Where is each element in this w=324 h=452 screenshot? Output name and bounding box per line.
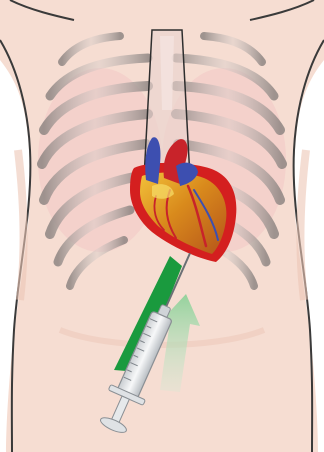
left-armpit-line: [18, 150, 24, 300]
right-armpit-line: [300, 150, 306, 300]
sternum-inner: [160, 36, 174, 110]
